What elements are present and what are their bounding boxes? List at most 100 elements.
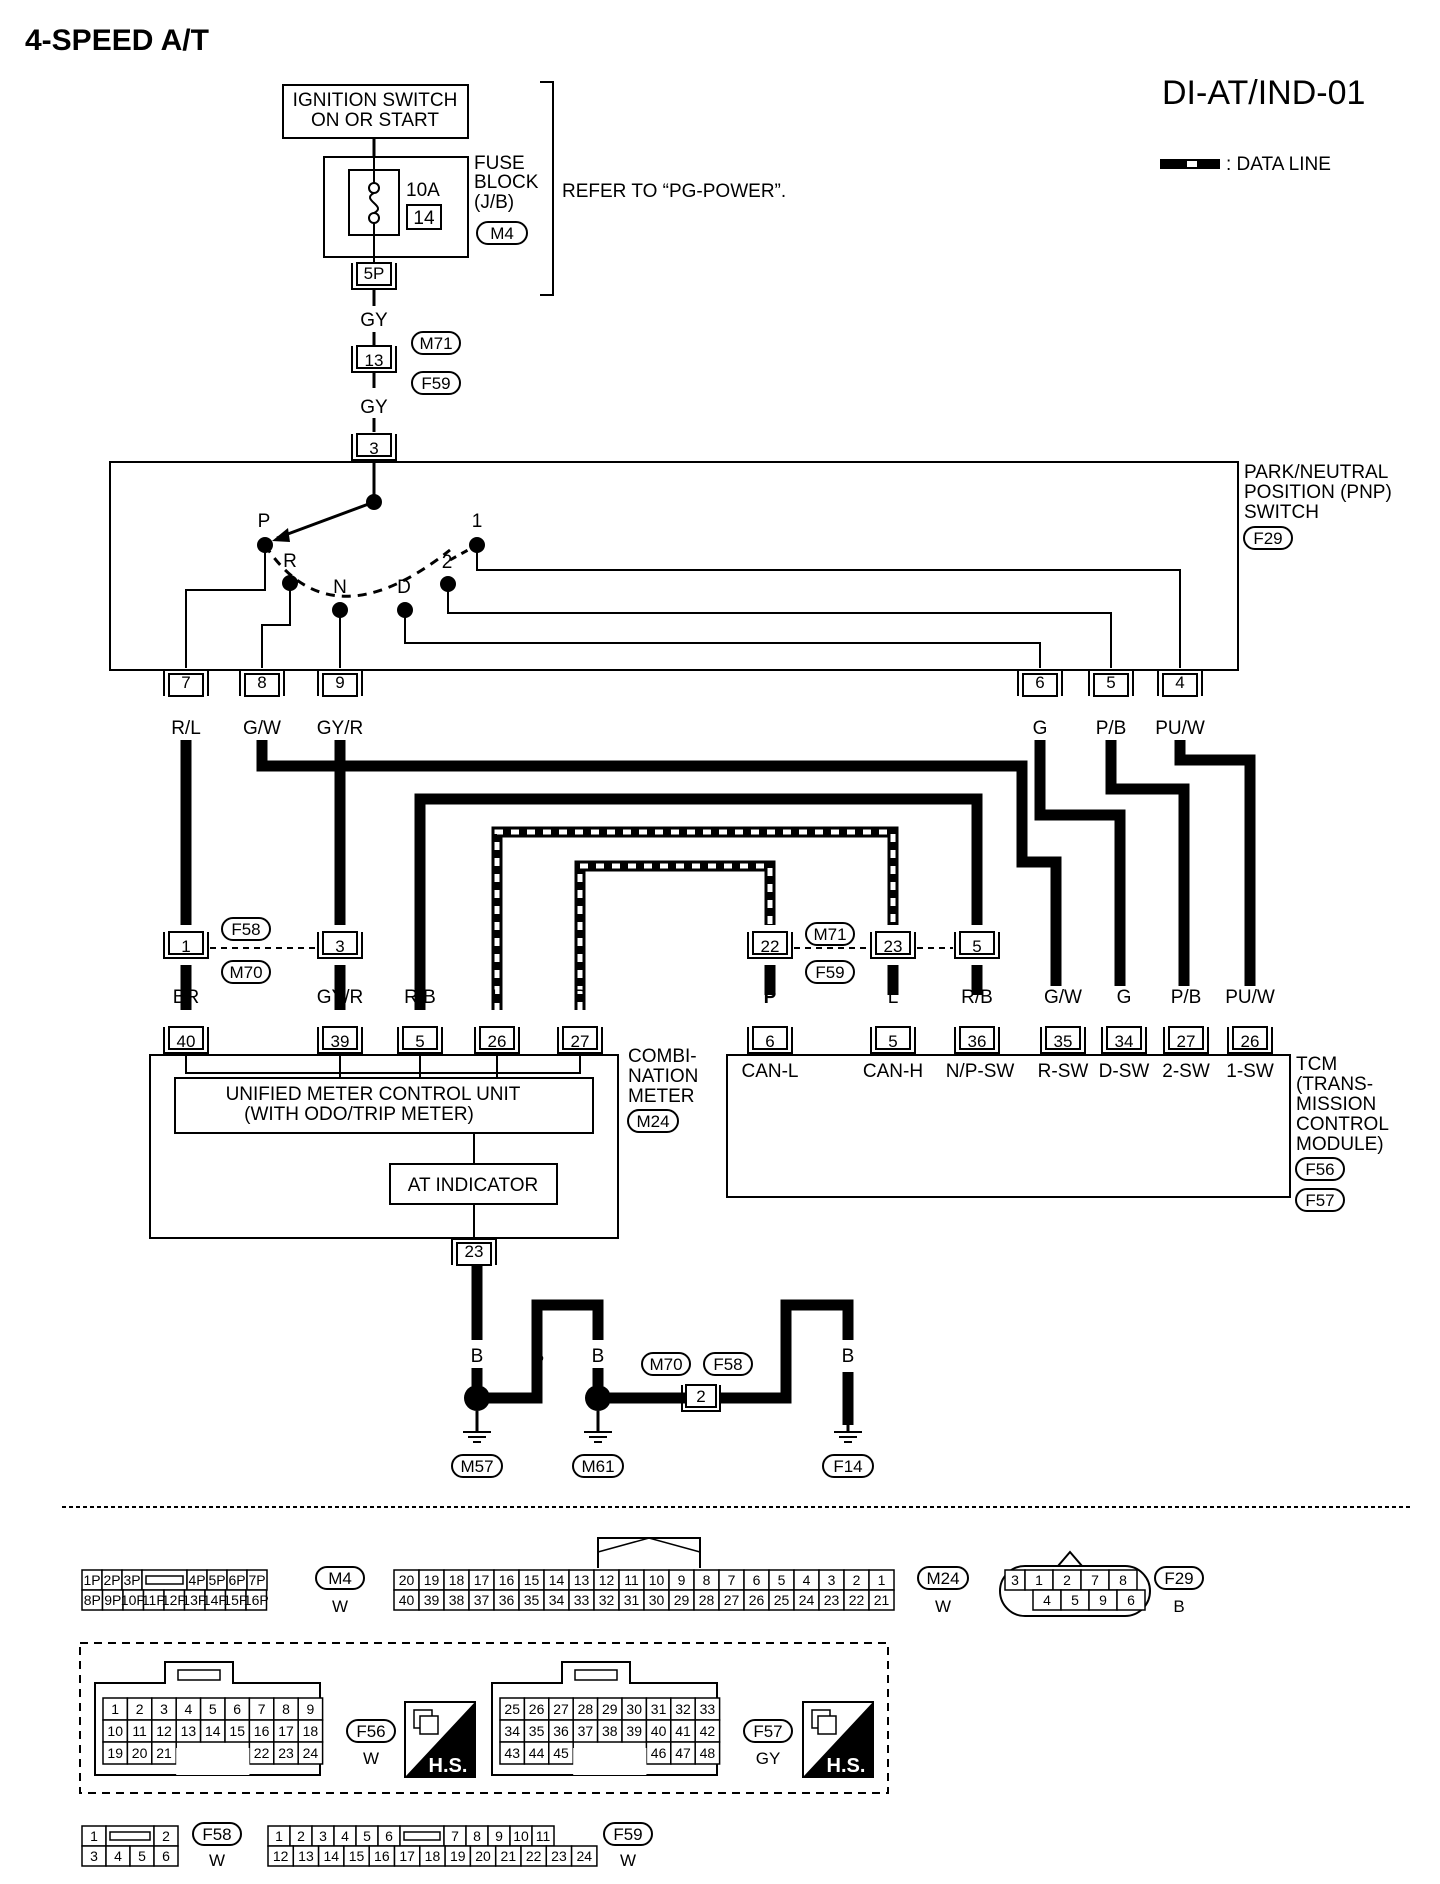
meter-unit1: UNIFIED METER CONTROL UNIT (226, 1084, 521, 1105)
pnp-pin-5: 5 (1106, 673, 1115, 692)
ground-joint-m: M70 (649, 1355, 682, 1374)
f59-cell-5: 5 (363, 1828, 371, 1844)
pos-n: N (333, 577, 347, 598)
data-line-p (574, 860, 776, 1010)
joint-pin-3: 3 (335, 937, 344, 956)
meter-wire-br: BR (173, 987, 199, 1008)
f56-cell-7: 7 (258, 1701, 266, 1717)
pnp-wire-gyr: GY/R (317, 718, 363, 739)
m24-cell-34: 34 (549, 1592, 565, 1608)
inline-conn-f59: F59 (421, 374, 450, 393)
meter-label2: NATION (628, 1066, 698, 1087)
f57-cell-35: 35 (529, 1723, 545, 1739)
tcm-term-canl: CAN-L (741, 1061, 798, 1082)
meter-pin-39: 39 (331, 1032, 350, 1051)
ground-joint-pin: 2 (696, 1387, 705, 1406)
conn-f58-id: F58 (202, 1825, 231, 1844)
meter-pin-5: 5 (415, 1032, 424, 1051)
tcm-term-rsw: R-SW (1038, 1061, 1089, 1082)
pnp-wire-rl: R/L (171, 718, 201, 739)
meter-label3: METER (628, 1086, 695, 1107)
f58-cell-6: 6 (162, 1848, 170, 1864)
f56-cell-9: 9 (307, 1701, 315, 1717)
wire-g-2 (1034, 740, 1126, 986)
hs-group-frame (79, 1642, 889, 1794)
conn-f29-id: F29 (1164, 1569, 1193, 1588)
legend-label: : DATA LINE (1226, 154, 1331, 175)
m24-cell-33: 33 (574, 1592, 590, 1608)
joint-pin-22: 22 (761, 937, 780, 956)
m24-cell-8: 8 (703, 1572, 711, 1588)
ground-wire-label-4: B (780, 1346, 793, 1367)
ground-f14: F14 (833, 1457, 862, 1476)
f57-cell-28: 28 (578, 1701, 594, 1717)
m4-cell-8P: 8P (84, 1592, 101, 1608)
tcm-pin-6: 6 (765, 1032, 774, 1051)
f56-cell-23: 23 (278, 1745, 294, 1761)
conn-f59-id: F59 (613, 1825, 642, 1844)
joint-right-f: F59 (815, 963, 844, 982)
f59-cell-8: 8 (473, 1828, 481, 1844)
m4-cell-15P: 15P (223, 1592, 248, 1608)
f57-cell-38: 38 (602, 1723, 618, 1739)
f57-cell-42: 42 (700, 1723, 716, 1739)
f57-cell-41: 41 (675, 1723, 691, 1739)
m24-cell-23: 23 (824, 1592, 840, 1608)
pnp-pin-7: 7 (181, 673, 190, 692)
m24-cell-12: 12 (599, 1572, 615, 1588)
pnp-pin-6: 6 (1035, 673, 1044, 692)
conn-f59-color: W (620, 1851, 636, 1870)
m4-cell-4P: 4P (188, 1572, 205, 1588)
m24-cell-37: 37 (474, 1592, 490, 1608)
f29-cell-6: 6 (1127, 1592, 1135, 1608)
m4-cell-12P: 12P (162, 1592, 187, 1608)
f57-cell-44: 44 (529, 1745, 545, 1761)
meter-conn: M24 (636, 1112, 669, 1131)
m24-cell-25: 25 (774, 1592, 790, 1608)
tcm-wire-puw: PU/W (1225, 987, 1275, 1008)
tcm-wire-l: L (888, 987, 899, 1008)
pnp-top-pin: 3 (369, 439, 378, 458)
f59-cell-2: 2 (297, 1828, 305, 1844)
f58-cell-5: 5 (138, 1848, 146, 1864)
f57-cell-39: 39 (626, 1723, 642, 1739)
f57-cell-33: 33 (700, 1701, 716, 1717)
pnp-pin-9: 9 (335, 673, 344, 692)
joint-left-m: M70 (229, 963, 262, 982)
pnp-wire-pb: P/B (1096, 718, 1127, 739)
wiper-arrow-icon (272, 528, 290, 542)
m4-cell-9P: 9P (104, 1592, 121, 1608)
m4-cell-7P: 7P (248, 1572, 265, 1588)
m24-cell-20: 20 (399, 1572, 415, 1588)
f56-cell-8: 8 (282, 1701, 290, 1717)
f57-cell-32: 32 (675, 1701, 691, 1717)
ground-icon-m57 (463, 1431, 491, 1443)
f56-cell-19: 19 (107, 1745, 123, 1761)
f56-cell-1: 1 (111, 1701, 119, 1717)
tcm-pin-26: 26 (1241, 1032, 1260, 1051)
f58-cell-4: 4 (114, 1848, 122, 1864)
tcm-box (726, 1054, 1291, 1198)
f57-cell-40: 40 (651, 1723, 667, 1739)
m24-cell-35: 35 (524, 1592, 540, 1608)
f56-cell-15: 15 (229, 1723, 245, 1739)
ground-wire-label-1: B (471, 1346, 484, 1367)
wire-pb (1105, 740, 1190, 986)
tcm-label4: CONTROL (1296, 1114, 1389, 1135)
m24-cell-26: 26 (749, 1592, 765, 1608)
f59-cell-3: 3 (319, 1828, 327, 1844)
m4-cell-13P: 13P (182, 1592, 207, 1608)
f57-cell-27: 27 (553, 1701, 569, 1717)
fuse-label1: FUSE (474, 153, 525, 174)
f59-cell-10: 10 (513, 1828, 529, 1844)
f56-cell-24: 24 (303, 1745, 319, 1761)
f59-cell-7: 7 (451, 1828, 459, 1844)
m4-cell-11P: 11P (142, 1592, 166, 1608)
conn-m4-color: W (332, 1597, 348, 1616)
m4-cell-5P: 5P (208, 1572, 225, 1588)
pnp-switch-box (109, 461, 1239, 671)
f59-cell-21: 21 (501, 1848, 517, 1864)
